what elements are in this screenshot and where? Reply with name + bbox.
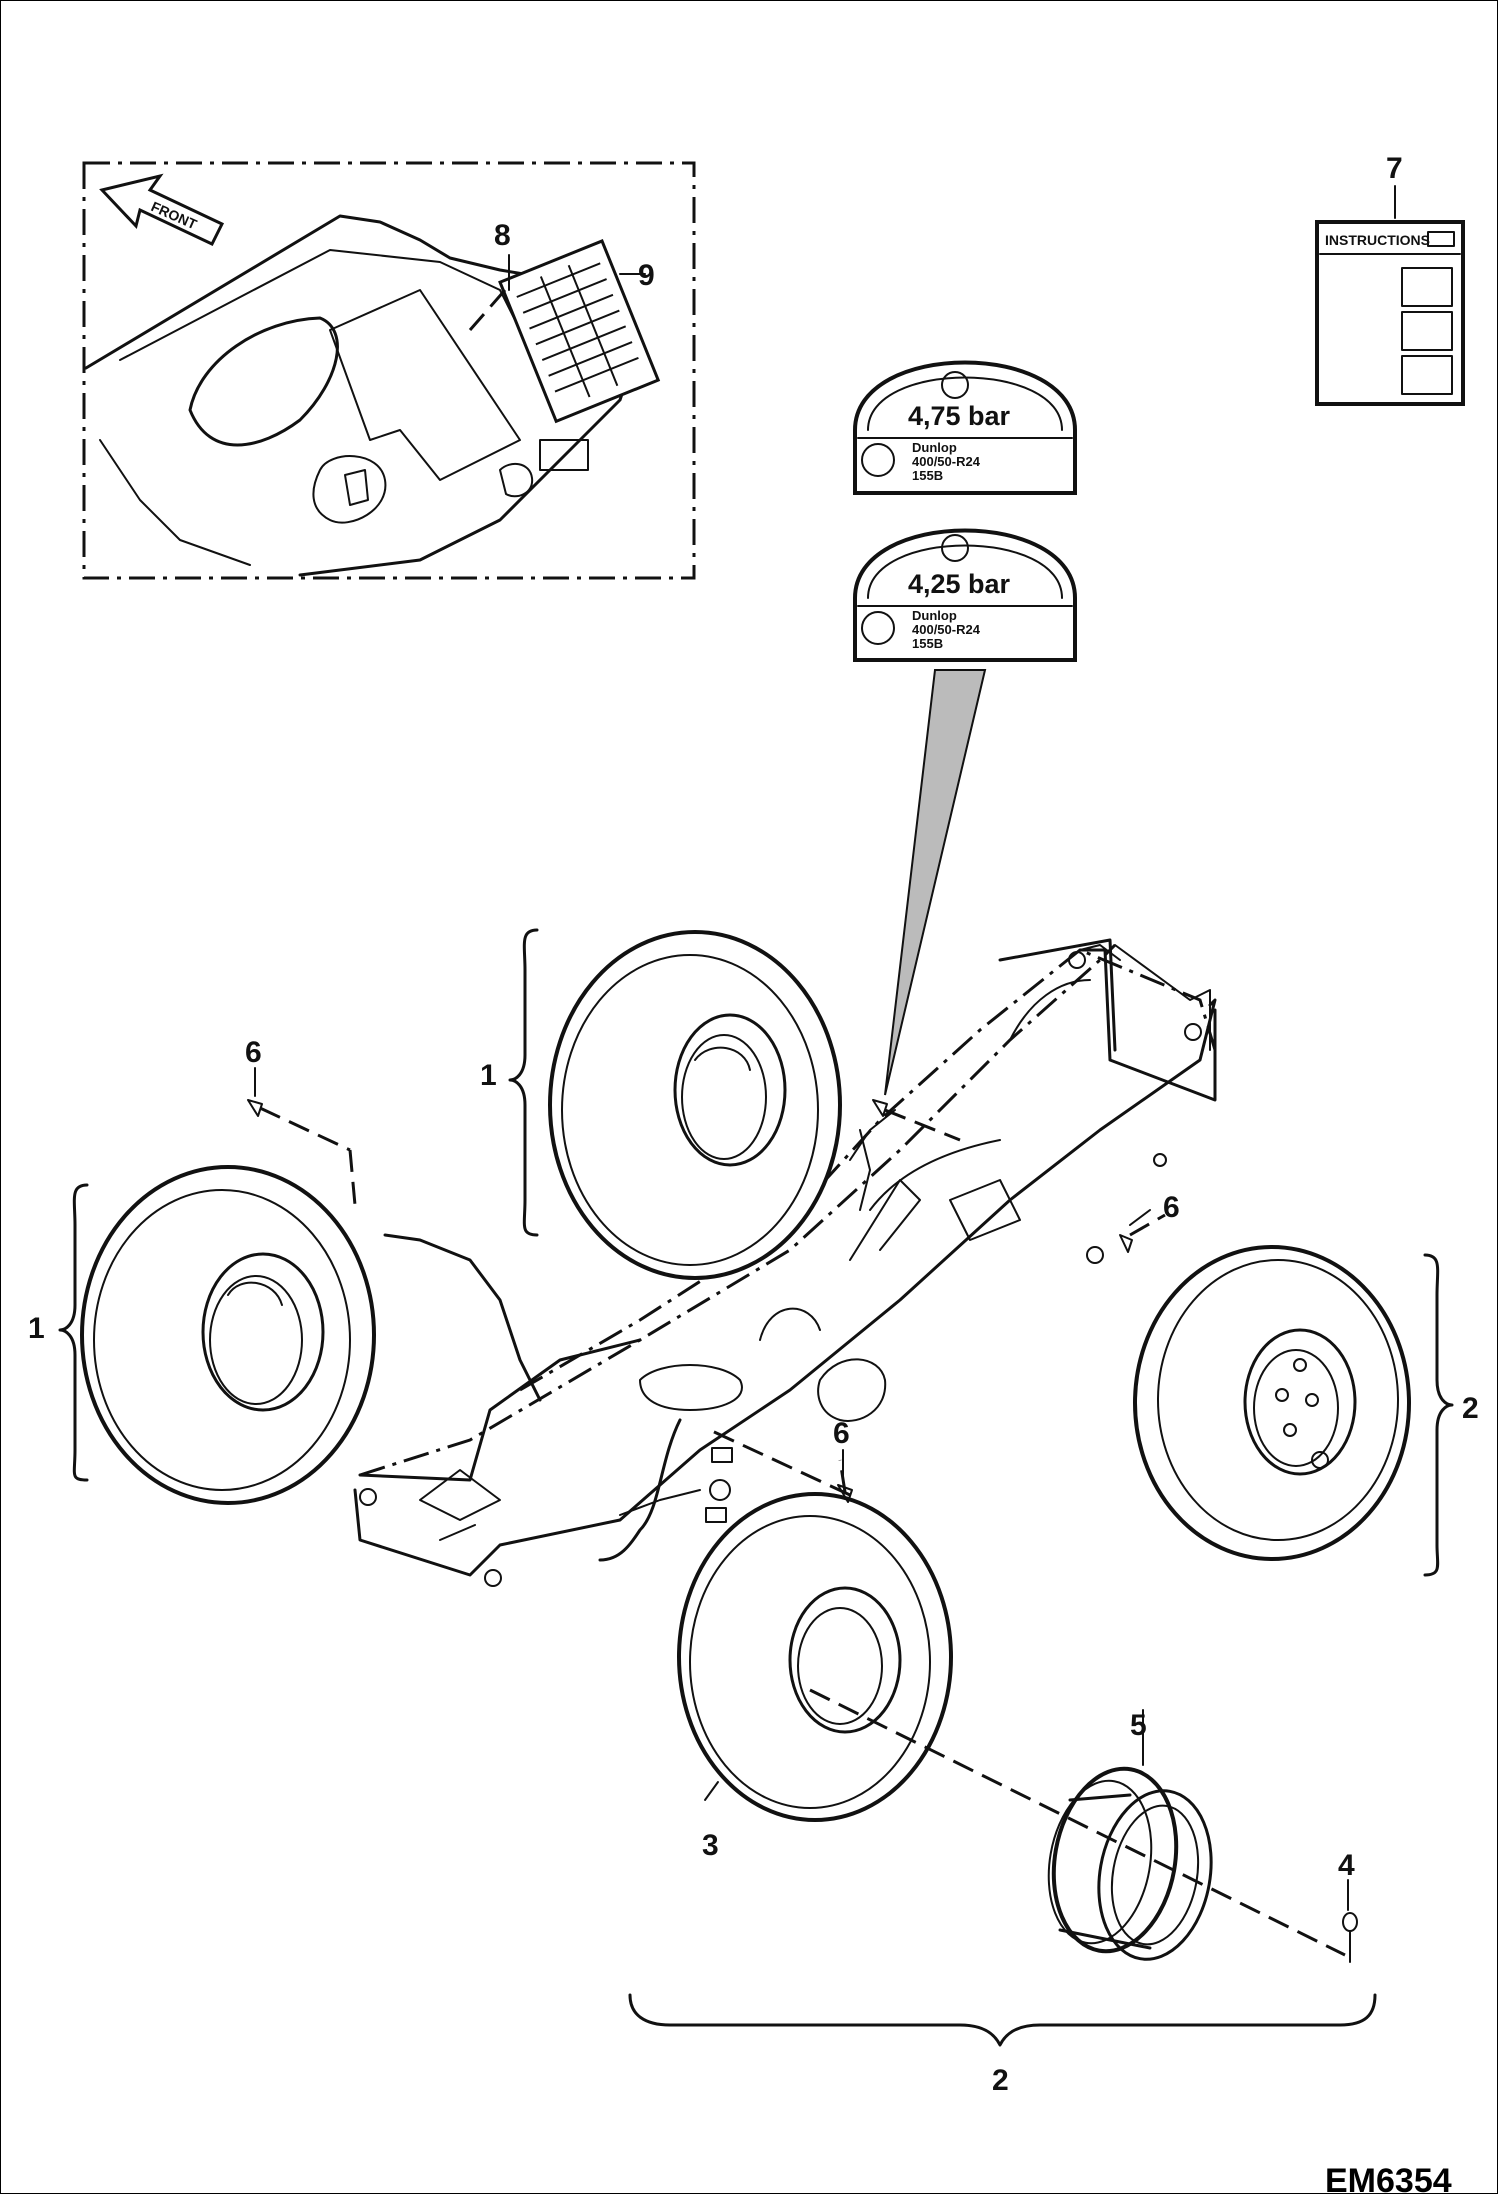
instructions-decal-item-7: 7 INSTRUCTIONS — [1315, 152, 1465, 406]
tire-upper-rear — [548, 930, 842, 1280]
rear-tire-brand: Dunlop — [912, 440, 957, 455]
brace-item-1-upper — [508, 928, 539, 1237]
pressure-decal-front: 4,25 bar Dunlop 400/50-R24 155B — [853, 528, 1077, 662]
callout-3: 3 — [702, 1829, 719, 1862]
document-id: EM6354 — [1325, 2162, 1452, 2194]
callout-1-left: 1 — [28, 1312, 45, 1345]
tire-gauge-icon — [941, 534, 969, 562]
tire-left — [80, 1165, 376, 1505]
wheel-rim-item-5 — [1047, 1766, 1213, 1961]
callout-1-upper: 1 — [480, 1059, 497, 1092]
front-pressure-value: 4,25 bar — [908, 569, 1011, 599]
callout-2-bottom: 2 — [992, 2064, 1009, 2097]
callout-6-right: 6 — [1163, 1191, 1180, 1224]
callout-8: 8 — [494, 219, 511, 252]
callout-2-right: 2 — [1462, 1392, 1479, 1425]
brace-item-2-bottom — [628, 1993, 1377, 2047]
tire-icon — [861, 443, 895, 477]
instructions-label: INSTRUCTIONS — [1325, 232, 1430, 248]
detail-inset: FRONT 8 — [82, 161, 696, 580]
decal-location-pointer — [884, 669, 987, 1096]
pressure-decal-rear: 4,75 bar Dunlop 400/50-R24 155B — [853, 360, 1077, 495]
rear-tire-size: 400/50-R24 — [912, 454, 981, 469]
tire-icon — [861, 611, 895, 645]
callout-6-mid: 6 — [833, 1417, 850, 1450]
brace-item-1-left — [58, 1183, 89, 1482]
front-arrow-icon: FRONT — [99, 173, 225, 246]
tire-gauge-icon — [941, 371, 969, 399]
callout-4: 4 — [1338, 1849, 1355, 1882]
tire-right — [1133, 1245, 1411, 1561]
callout-6-left: 6 — [245, 1036, 262, 1069]
callout-5: 5 — [1130, 1709, 1147, 1742]
callout-7: 7 — [1386, 152, 1403, 185]
tire-lower-item-3 — [677, 1492, 953, 1822]
callout-9: 9 — [638, 259, 655, 292]
front-tire-load: 155B — [912, 636, 943, 651]
rear-pressure-value: 4,75 bar — [908, 401, 1011, 431]
lug-nut-item-4 — [1342, 1912, 1358, 1963]
front-tire-size: 400/50-R24 — [912, 622, 981, 637]
rear-tire-load: 155B — [912, 468, 943, 483]
front-tire-brand: Dunlop — [912, 608, 957, 623]
decal-panel-item-9 — [498, 239, 661, 424]
chassis-frame — [353, 938, 1217, 1587]
brace-item-2-right — [1423, 1253, 1454, 1577]
